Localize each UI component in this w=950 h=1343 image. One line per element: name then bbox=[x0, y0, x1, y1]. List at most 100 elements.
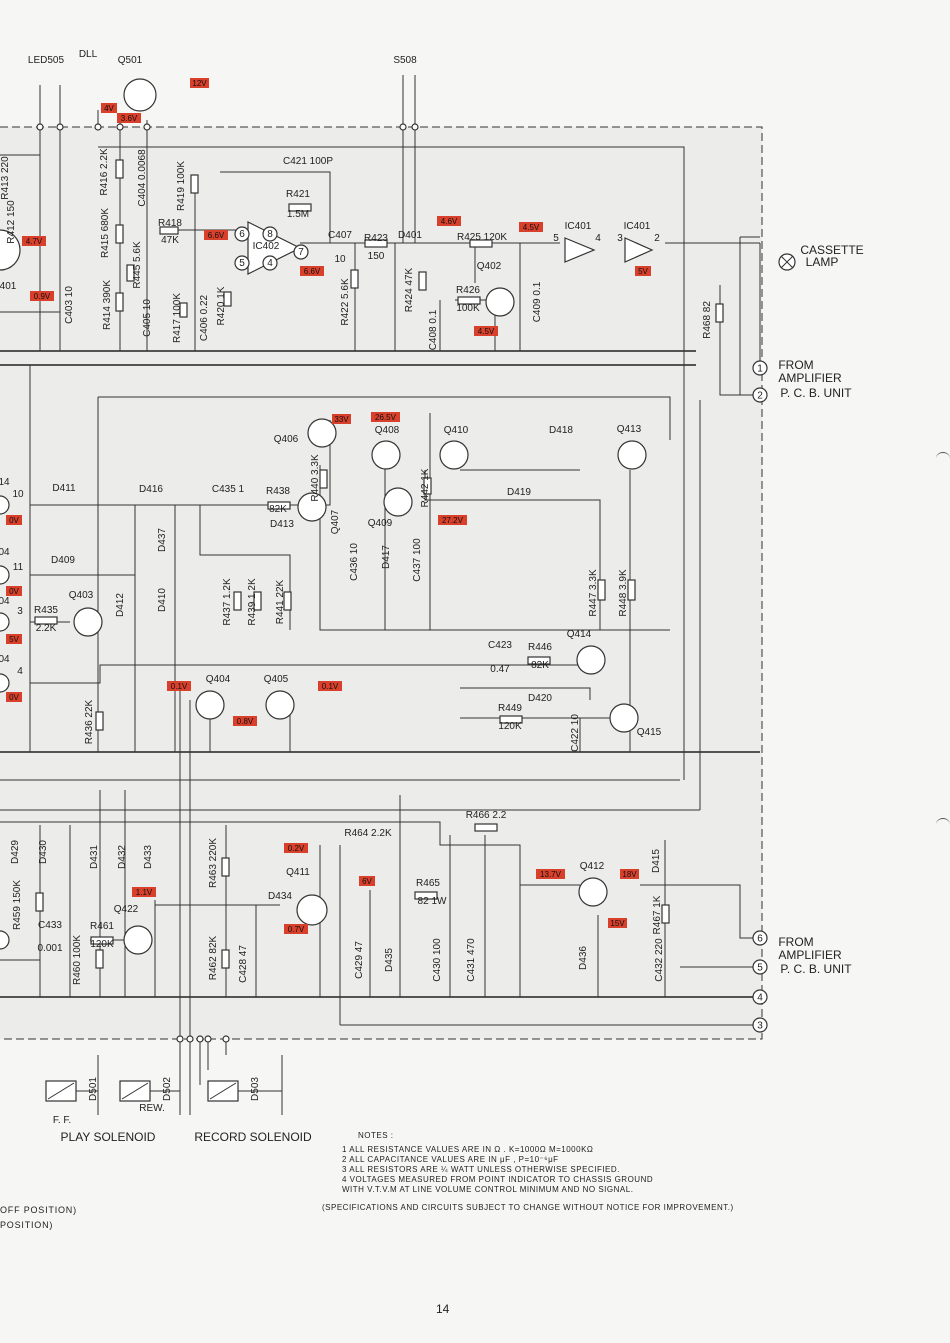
vertical-label: D436 bbox=[578, 946, 589, 970]
voltage-tag-bg bbox=[437, 216, 461, 226]
voltage-value: 4V bbox=[104, 104, 114, 113]
label-d416: D416 bbox=[139, 484, 163, 495]
label-q406: Q406 bbox=[274, 434, 299, 445]
vertical-label: R415 680K bbox=[100, 208, 111, 258]
label-d401: D401 bbox=[398, 230, 422, 241]
label-r418: R418 bbox=[158, 218, 182, 229]
label-r438: R438 bbox=[266, 486, 290, 497]
connector-circle bbox=[752, 930, 768, 946]
voltage-tag-bg bbox=[318, 681, 342, 691]
label-r446: R446 bbox=[528, 642, 552, 653]
voltage-tag: 4.5V bbox=[519, 222, 543, 232]
edge-label: 04 bbox=[0, 654, 10, 665]
label-record: RECORD SOLENOID bbox=[194, 1130, 312, 1144]
vertical-label: D437 bbox=[157, 528, 168, 552]
voltage-value: 0.9V bbox=[34, 292, 51, 301]
connector-circle bbox=[752, 1017, 768, 1033]
ic401-inverter-b bbox=[624, 237, 654, 263]
label-q412: Q412 bbox=[580, 861, 605, 872]
voltage-tag: 0.8V bbox=[233, 716, 257, 726]
label-q410: Q410 bbox=[444, 425, 469, 436]
vertical-label: R460 100K bbox=[72, 935, 83, 985]
ic402-pin: 8 bbox=[267, 229, 273, 240]
edge-terminals bbox=[0, 229, 21, 950]
ic402-pin: 7 bbox=[298, 247, 304, 258]
voltage-value: 27.2V bbox=[442, 516, 464, 525]
voltage-tag: 18V bbox=[620, 869, 639, 879]
voltage-tag: 26.5V bbox=[371, 412, 400, 422]
voltage-value: 0.2V bbox=[288, 844, 305, 853]
voltage-tag: 6.6V bbox=[300, 266, 324, 276]
label-from1a: FROM bbox=[778, 358, 813, 372]
vertical-label: D430 bbox=[38, 840, 49, 864]
label-c407v: 10 bbox=[334, 254, 346, 265]
voltage-value: 15V bbox=[610, 919, 625, 928]
label-r423v: 150 bbox=[368, 251, 385, 262]
connector-number: 2 bbox=[757, 391, 763, 402]
edge-label: 04 bbox=[0, 547, 10, 558]
vertical-label: R420 1K bbox=[216, 286, 227, 325]
vertical-label: R447 3.3K bbox=[588, 569, 599, 617]
vertical-label: C432 220 bbox=[654, 938, 665, 982]
note-line-2: 2 ALL CAPACITANCE VALUES ARE IN μF , P=1… bbox=[342, 1155, 559, 1164]
ic401-inverter-a bbox=[564, 237, 596, 263]
solenoids bbox=[45, 1080, 282, 1102]
label-ic401a: IC401 bbox=[565, 221, 592, 232]
voltage-tag-bg bbox=[101, 103, 117, 113]
label-d420: D420 bbox=[528, 693, 552, 704]
vertical-label: R436 22K bbox=[84, 699, 95, 744]
vertical-label: R448 3.9K bbox=[618, 569, 629, 617]
voltage-value: 5V bbox=[638, 267, 648, 276]
specifications-notice: (SPECIFICATIONS AND CIRCUITS SUBJECT TO … bbox=[322, 1203, 734, 1212]
top-terminals bbox=[36, 123, 419, 1043]
voltage-value: 0V bbox=[9, 587, 19, 596]
vertical-label: D431 bbox=[89, 845, 100, 869]
label-ic402: IC402 bbox=[253, 241, 280, 252]
label-q405: Q405 bbox=[264, 674, 289, 685]
label-r465v: 82 1W bbox=[418, 896, 447, 907]
connector-circle bbox=[752, 360, 768, 376]
connector-number: 3 bbox=[757, 1021, 763, 1032]
voltage-tag-bg bbox=[438, 515, 467, 525]
note-line-1: 1 ALL RESISTANCE VALUES ARE IN Ω . K=100… bbox=[342, 1145, 594, 1154]
wiring bbox=[0, 75, 761, 1115]
label-q409: Q409 bbox=[368, 518, 393, 529]
voltage-tag-bg bbox=[620, 869, 639, 879]
label-r449: R449 bbox=[498, 703, 522, 714]
voltage-tag-bg bbox=[6, 634, 22, 644]
vertical-label: Q407 bbox=[330, 509, 341, 534]
label-r418v: 47K bbox=[161, 235, 179, 246]
label-r435v: 2.2K bbox=[36, 623, 57, 634]
voltage-value: 18V bbox=[622, 870, 637, 879]
note-line-3: 3 ALL RESISTORS ARE ¼ WATT UNLESS OTHERW… bbox=[342, 1165, 620, 1174]
connector-number: 6 bbox=[757, 934, 763, 945]
voltage-tag: 4.5V bbox=[474, 326, 498, 336]
ic401-pin: 5 bbox=[553, 233, 559, 244]
voltage-tag: 12V bbox=[190, 78, 209, 88]
label-r426: R426 bbox=[456, 285, 480, 296]
ic401-pin: 2 bbox=[654, 233, 660, 244]
ic401-pin: 4 bbox=[595, 233, 601, 244]
vertical-label: R462 82K bbox=[208, 935, 219, 980]
voltage-tag-bg bbox=[519, 222, 543, 232]
voltage-tag: 15V bbox=[608, 918, 627, 928]
label-q402: Q402 bbox=[477, 261, 502, 272]
voltage-tag: 5V bbox=[635, 266, 651, 276]
label-c423v: 0.47 bbox=[490, 664, 510, 675]
voltage-tag-bg bbox=[359, 876, 375, 886]
resistors bbox=[34, 159, 724, 969]
connector-number: 4 bbox=[757, 993, 763, 1004]
voltage-tag: 0.9V bbox=[30, 291, 54, 301]
vertical-label: D410 bbox=[157, 588, 168, 612]
edge-label: 401 bbox=[0, 281, 17, 292]
voltage-tag-bg bbox=[167, 681, 191, 691]
voltage-value: 13.7V bbox=[540, 870, 562, 879]
label-led505: LED505 bbox=[28, 55, 65, 66]
label-q422: Q422 bbox=[114, 904, 139, 915]
voltage-value: 4.6V bbox=[441, 217, 458, 226]
voltage-tag-bg bbox=[204, 230, 228, 240]
